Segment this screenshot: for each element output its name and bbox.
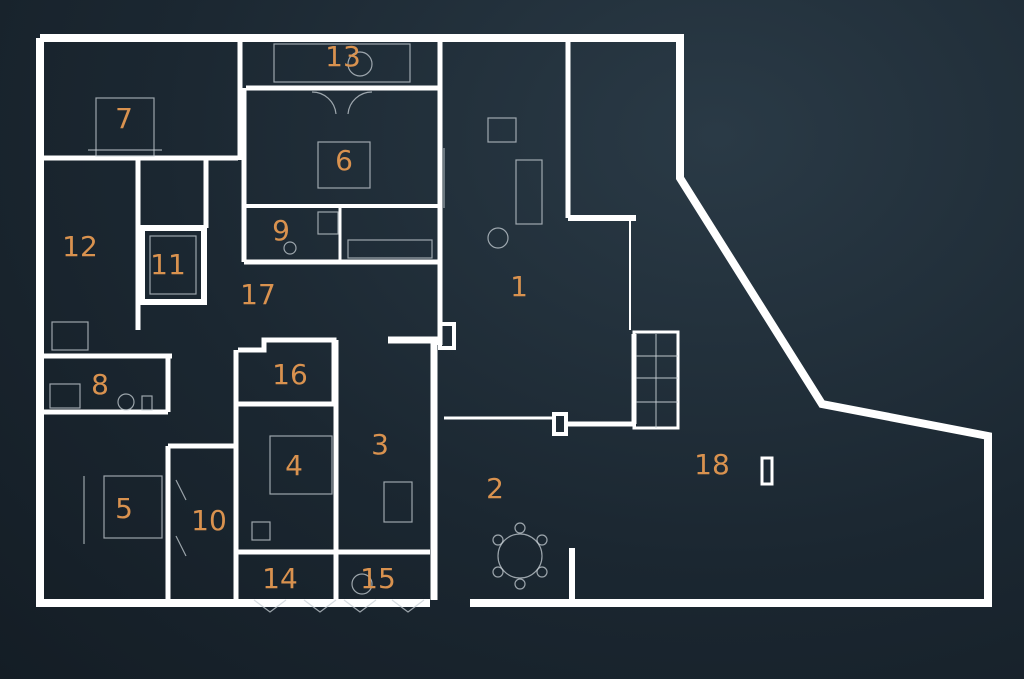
room-1-label: 1: [510, 270, 528, 303]
room-labels: 1 2 3 4 5 6 7 8 9 10 11 12 13 14 15 16 1…: [62, 40, 730, 595]
bed-icon: [95, 97, 155, 157]
room-14-label: 14: [262, 562, 298, 595]
exterior-walls: [36, 34, 992, 607]
bed-icon: [103, 475, 163, 539]
room-4-label: 4: [285, 449, 303, 482]
interior-walls: [40, 40, 680, 600]
room-8-label: 8: [91, 368, 109, 401]
room-15-label: 15: [360, 562, 396, 595]
room-3-label: 3: [371, 428, 389, 461]
room-6-label: 6: [335, 144, 353, 177]
table-icon: [317, 141, 371, 189]
dining-table-icon: [383, 481, 413, 523]
room-7-label: 7: [115, 102, 133, 135]
round-table-icon: [497, 533, 543, 579]
room-18-label: 18: [694, 448, 730, 481]
room-10-label: 10: [191, 504, 227, 537]
room-12-label: 12: [62, 230, 98, 263]
room-5-label: 5: [115, 492, 133, 525]
room-2-label: 2: [486, 472, 504, 505]
kitchen-island-icon: [515, 159, 543, 225]
room-17-label: 17: [240, 278, 276, 311]
furniture-fixtures: [49, 43, 774, 613]
room-11-label: 11: [150, 248, 186, 281]
room-9-label: 9: [272, 214, 290, 247]
bed-icon: [269, 435, 333, 495]
room-16-label: 16: [272, 358, 308, 391]
room-13-label: 13: [325, 40, 361, 73]
